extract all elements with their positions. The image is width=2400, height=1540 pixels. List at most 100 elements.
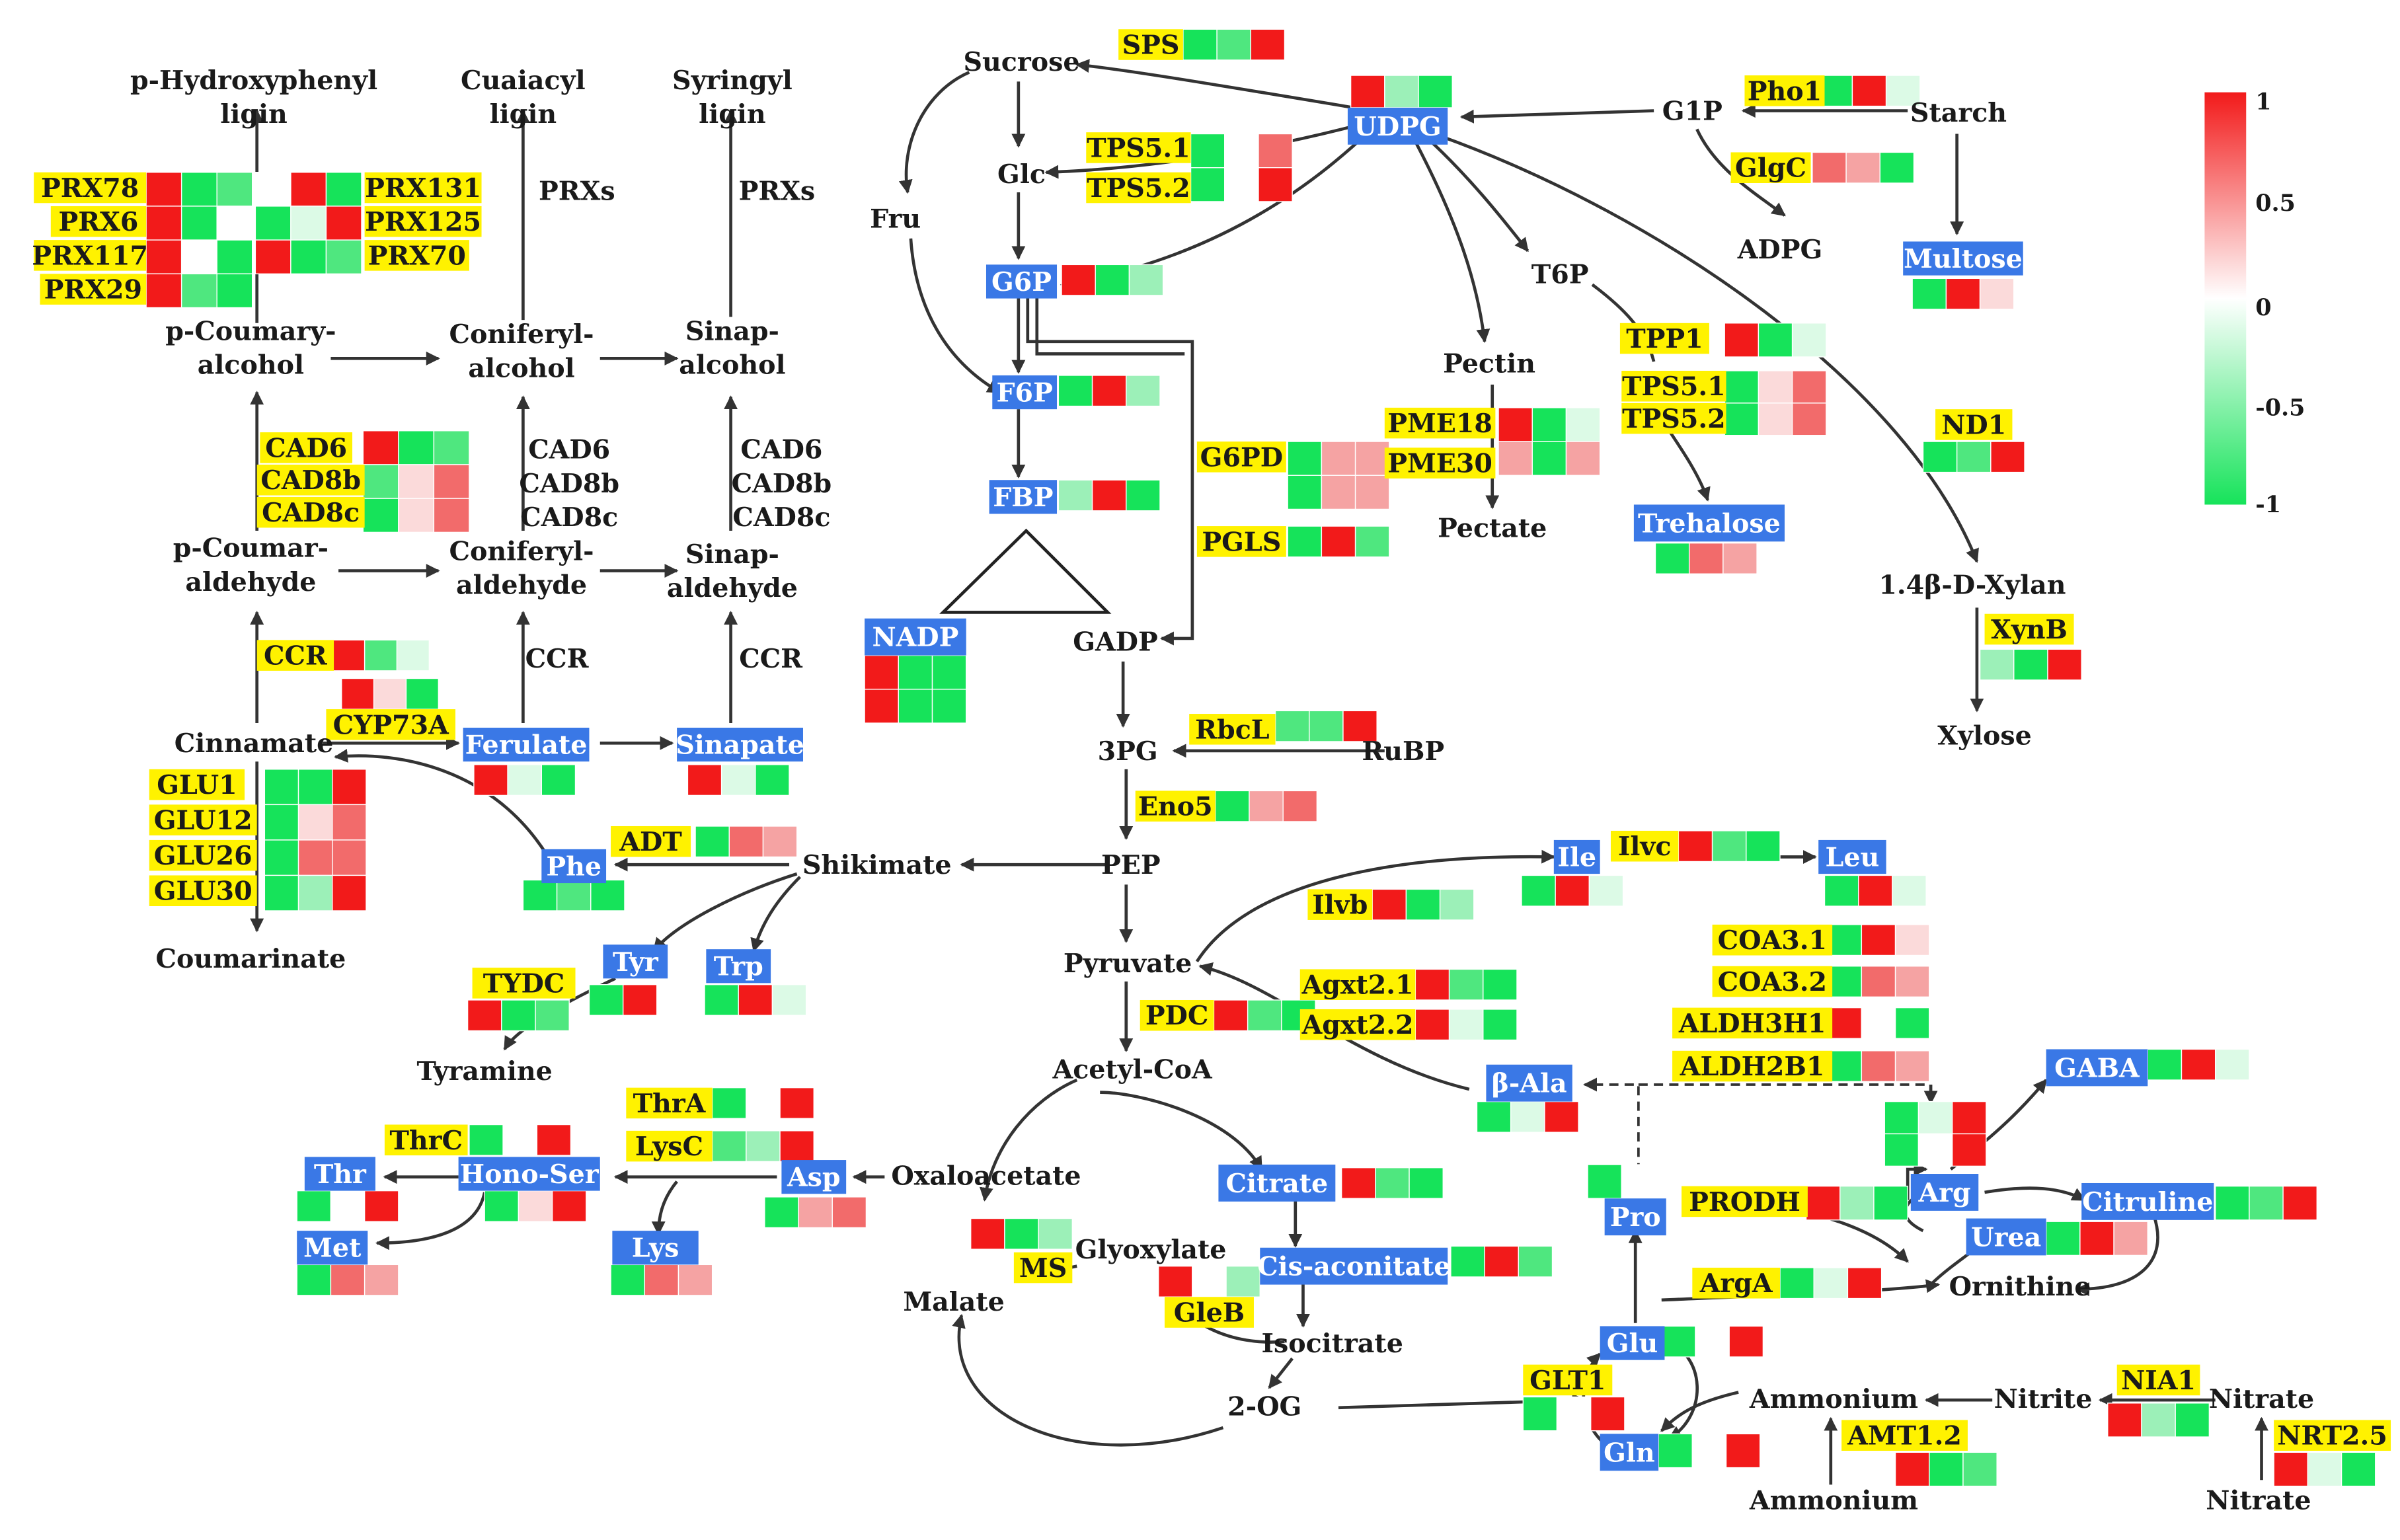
- heat-cell-28-1-1: [1321, 475, 1356, 510]
- gene-pho1-box: [1744, 75, 1825, 106]
- node-ile-box: [1553, 839, 1600, 874]
- heat-cell-23-1-0: [1190, 167, 1225, 202]
- heat-cell-57-0-0: [2147, 1048, 2183, 1081]
- node-gln-label: Gln: [1604, 1438, 1655, 1468]
- gene-tps51-a-box: [1086, 132, 1191, 163]
- heat-cell-22-0-0: [1350, 75, 1385, 108]
- heat-cell-34-0-0: [1157, 1265, 1193, 1297]
- node-lys-box: [612, 1231, 699, 1265]
- heat-cell-22-0-2: [1418, 75, 1453, 108]
- heat-cell-0-3-1: [180, 273, 217, 309]
- metabolite-cad-list-1-line-3: CAD8c: [520, 502, 618, 533]
- metabolite-cad-list-1-line-2: CAD8b: [519, 469, 619, 499]
- gene-prodh-box: [1682, 1186, 1808, 1217]
- gene-cad8c-label: CAD8c: [262, 498, 360, 528]
- gene-tps51-a-label: TPS5.1: [1087, 133, 1190, 163]
- node-ile-label: Ile: [1557, 842, 1596, 872]
- heat-cell-32-0-1: [1247, 999, 1282, 1032]
- heat-cell-0-1-2: [216, 206, 253, 241]
- heat-cell-46-0-0: [1678, 830, 1713, 863]
- heat-cell-66-0-2: [1725, 1433, 1761, 1469]
- heat-cell-44-0-0: [1654, 542, 1690, 574]
- node-urea-label: Urea: [1971, 1222, 2041, 1252]
- gene-cad8b-box: [256, 464, 365, 496]
- node-glu-label: Glu: [1607, 1328, 1658, 1359]
- metabolite-glc: Glc: [997, 159, 1046, 190]
- metabolite-prxs-1: PRXs: [539, 176, 615, 207]
- heat-cell-60-0-1: [1839, 1185, 1875, 1221]
- gene-prx117-box: [34, 240, 147, 271]
- heat-cell-48-0-2: [1892, 874, 1927, 907]
- gene-agxt22-label: Agxt2.2: [1301, 1010, 1414, 1040]
- metabolite-pg3: 3PG: [1098, 736, 1158, 767]
- heat-cell-53-0-1: [1861, 966, 1896, 998]
- heat-cell-52-0-2: [1894, 924, 1930, 956]
- gene-glu12-label: GLU12: [154, 806, 252, 836]
- metabolite-coumarinate: Coumarinate: [156, 944, 346, 974]
- dashed-connectors: [1583, 1077, 1932, 1173]
- heat-cell-41-1-2: [1791, 403, 1827, 436]
- metabolite-guaiacyl-lignin-line-2: ligin: [490, 99, 557, 130]
- heat-cell-0-0-2: [216, 172, 253, 207]
- gene-rbcl-box: [1189, 714, 1276, 745]
- heat-cell-68-0-1: [2141, 1403, 2176, 1438]
- gene-tydc-label: TYDC: [483, 968, 564, 999]
- heat-cell-15-0-0: [469, 1124, 504, 1156]
- heat-cell-12-0-1: [738, 984, 773, 1016]
- heat-cell-62-0-1: [2249, 1185, 2284, 1221]
- gene-amt12-label: AMT1.2: [1847, 1421, 1962, 1451]
- heat-cell-35-0-2: [1518, 1245, 1553, 1278]
- metabolite-p-coumaraldehyde-line-1: p-Coumar-: [173, 533, 329, 564]
- heat-cell-31-0-0: [1215, 790, 1250, 822]
- heat-cell-21-0-1: [1216, 28, 1252, 61]
- gene-glu1-label: GLU1: [157, 770, 237, 800]
- heat-cell-14-0-2: [779, 1130, 814, 1163]
- metabolite-oxaloacetate: Oxaloacetate: [891, 1161, 1081, 1191]
- node-citrate-label: Citrate: [1226, 1169, 1329, 1199]
- heat-cell-49-0-2: [1439, 888, 1475, 921]
- metabolite-sinapyl-alcohol-line-2: alcohol: [679, 350, 785, 381]
- scale-tick-1: 1: [2255, 88, 2271, 115]
- gene-prodh-label: PRODH: [1689, 1187, 1800, 1217]
- gene-tps52-a-box: [1086, 172, 1191, 204]
- node-multose-box: [1903, 241, 2023, 276]
- heat-cell-36-0-1: [1375, 1167, 1410, 1199]
- heat-cell-5-1-0: [264, 804, 299, 841]
- gene-nrt25-box: [2274, 1420, 2391, 1451]
- gene-lysc-label: LysC: [635, 1132, 703, 1162]
- heat-cell-31-0-1: [1249, 790, 1284, 822]
- gene-glgc-box: [1730, 152, 1811, 183]
- metabolite-shikimate: Shikimate: [802, 850, 952, 880]
- heat-cell-9-0-1: [728, 826, 764, 858]
- heat-cell-58-0-2: [1951, 1100, 1987, 1135]
- heat-cell-8-0-1: [556, 879, 592, 911]
- scale-tick-neg-1: -1: [2255, 491, 2281, 518]
- metabolite-t6p: T6P: [1531, 259, 1589, 289]
- metabolite-isocitrate: Isocitrate: [1261, 1328, 1403, 1359]
- metabolite-ccr-1: CCR: [525, 644, 590, 674]
- heat-cell-55-0-0: [1827, 1050, 1863, 1083]
- metabolite-ammonium-1: Ammonium: [1749, 1384, 1918, 1414]
- gene-tpp1-label: TPP1: [1626, 324, 1703, 354]
- heat-cell-17-0-1: [518, 1190, 553, 1222]
- gene-arga-label: ArgA: [1699, 1268, 1773, 1299]
- node-ferulate-box: [463, 727, 590, 762]
- gene-sps-box: [1118, 29, 1183, 60]
- gene-coa31-label: COA3.1: [1718, 925, 1827, 956]
- node-pro-box: [1604, 1198, 1666, 1236]
- metabolite-p-hydroxyphenyl-lignin-line-1: p-Hydroxyphenyl: [130, 65, 377, 96]
- gene-agxt21-label: Agxt2.1: [1301, 970, 1414, 1001]
- heat-cell-44-0-1: [1688, 542, 1724, 574]
- heat-cell-52-0-0: [1827, 924, 1863, 956]
- heat-cell-1-1-2: [325, 206, 362, 241]
- gene-ms-box: [1013, 1252, 1073, 1284]
- metabolite-guaiacyl-lignin-line-1: Cuaiacyl: [461, 65, 586, 96]
- node-asp-box: [781, 1160, 847, 1194]
- gene-eno5-label: Eno5: [1138, 792, 1213, 822]
- heat-cell-25-0-0: [1058, 375, 1093, 407]
- heat-cell-44-0-2: [1723, 542, 1758, 574]
- heat-cell-41-1-1: [1758, 403, 1793, 436]
- gene-xynb-label: XynB: [1991, 615, 2068, 645]
- gene-aldh3h1-box: [1672, 1007, 1833, 1039]
- metabolite-coniferyl-alcohol-line-2: alcohol: [468, 353, 574, 383]
